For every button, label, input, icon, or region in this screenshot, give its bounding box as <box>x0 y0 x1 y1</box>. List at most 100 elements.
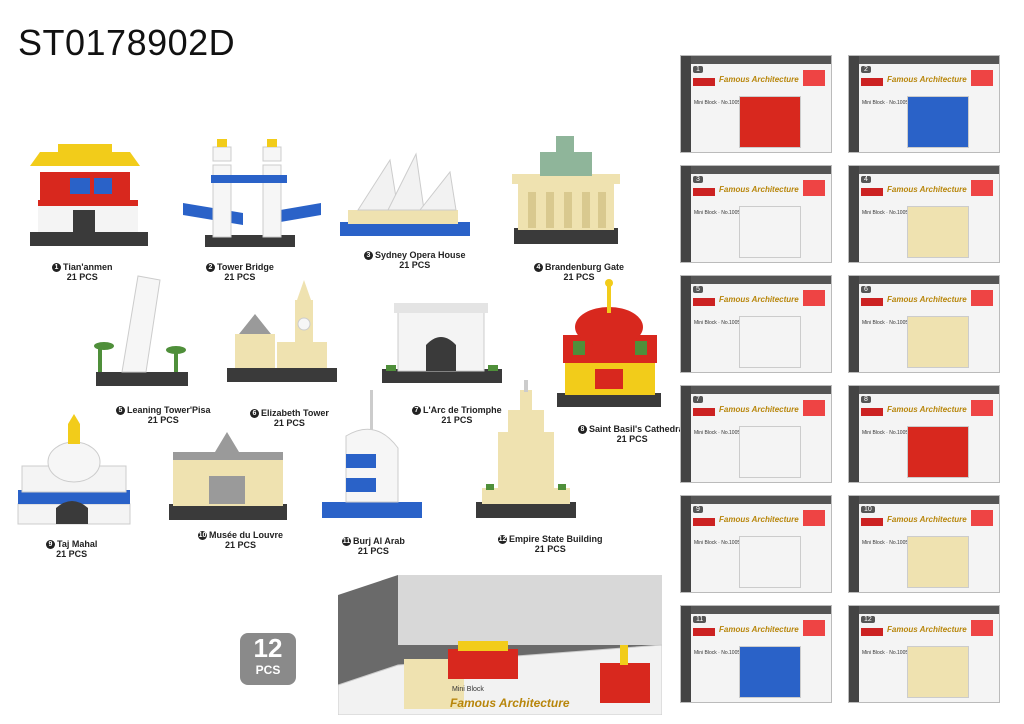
brand-logo-icon <box>861 408 883 416</box>
landmark-photo-icon <box>971 510 993 526</box>
brand-logo-icon <box>693 188 715 196</box>
box-top <box>681 56 831 64</box>
box-number: 11 <box>693 616 707 623</box>
box-side <box>681 606 691 702</box>
pcs-badge-number: 12 <box>253 633 283 663</box>
landmark-photo-icon <box>971 70 993 86</box>
brand-logo-icon <box>693 518 715 526</box>
model-brandenburg-gate <box>512 136 620 244</box>
model-leaning-tower-pisa <box>94 275 188 386</box>
box-number: 6 <box>861 286 871 293</box>
landmark-photo-icon <box>803 70 825 86</box>
box-number: 4 <box>861 176 871 183</box>
brand-logo-icon <box>693 298 715 306</box>
brand-logo-icon <box>861 78 883 86</box>
box-side <box>681 166 691 262</box>
model-saint-basils-cathedral <box>557 279 661 407</box>
box-series: Famous Architecture <box>719 75 799 84</box>
box-top <box>849 56 999 64</box>
box-info: Mini Block · No.1005 A <box>694 540 745 546</box>
box-number: 8 <box>861 396 871 403</box>
box-top <box>849 496 999 504</box>
box-model-icon <box>739 536 801 588</box>
box-side <box>849 386 859 482</box>
landmark-photo-icon <box>971 180 993 196</box>
landmark-photo-icon <box>971 290 993 306</box>
box-series: Famous Architecture <box>887 625 967 634</box>
box-model-icon <box>739 316 801 368</box>
box-number: 12 <box>861 616 875 623</box>
brand-logo-icon <box>693 78 715 86</box>
brand-logo-icon <box>693 628 715 636</box>
box-top <box>849 276 999 284</box>
box-top <box>681 496 831 504</box>
model-empire-state-building <box>476 380 576 518</box>
box-top <box>681 276 831 284</box>
box-info: Mini Block · No.1005 A <box>694 100 745 106</box>
landmark-photo-icon <box>803 290 825 306</box>
box-info: Mini Block · No.1005 A <box>862 210 913 216</box>
box-series: Famous Architecture <box>719 185 799 194</box>
model-tower-bridge <box>183 139 321 247</box>
box-series: Famous Architecture <box>887 185 967 194</box>
landmark-photo-icon <box>971 400 993 416</box>
brand-logo-icon <box>861 298 883 306</box>
box-info: Mini Block · No.1005 A <box>694 430 745 436</box>
box-side <box>849 606 859 702</box>
box-info: Mini Block · No.1005 A <box>694 320 745 326</box>
box-series: Famous Architecture <box>719 405 799 414</box>
box-info: Mini Block · No.1005 A <box>862 100 913 106</box>
display-box-line: Mini Block <box>452 686 484 693</box>
box-model-icon <box>907 536 969 588</box>
landmark-photo-icon <box>803 620 825 636</box>
box-number: 7 <box>693 396 703 403</box>
box-info: Mini Block · No.1005 A <box>694 210 745 216</box>
box-info: Mini Block · No.1005 A <box>862 650 913 656</box>
box-series: Famous Architecture <box>887 515 967 524</box>
box-top <box>849 166 999 174</box>
box-side <box>681 496 691 592</box>
display-box <box>338 575 662 715</box>
box-top <box>849 606 999 614</box>
box-info: Mini Block · No.1005 A <box>862 540 913 546</box>
model-elizabeth-tower <box>227 280 337 382</box>
box-side <box>681 56 691 152</box>
box-number: 1 <box>693 66 703 73</box>
box-top <box>681 606 831 614</box>
box-side <box>681 386 691 482</box>
landmark-photo-icon <box>803 510 825 526</box>
brand-logo-icon <box>693 408 715 416</box>
product-code: ST0178902D <box>18 22 236 63</box>
box-info: Mini Block · No.1005 A <box>694 650 745 656</box>
model-arc-de-triomphe <box>382 303 502 383</box>
box-series: Famous Architecture <box>887 405 967 414</box>
model-taj-mahal <box>17 414 131 525</box>
box-side <box>849 56 859 152</box>
brand-logo-icon <box>861 518 883 526</box>
landmark-photo-icon <box>803 180 825 196</box>
box-top <box>681 166 831 174</box>
box-side <box>681 276 691 372</box>
landmark-photo-icon <box>971 620 993 636</box>
box-side <box>849 496 859 592</box>
box-model-icon <box>907 316 969 368</box>
box-side <box>849 166 859 262</box>
box-model-icon <box>739 96 801 148</box>
box-info: Mini Block · No.1005 A <box>862 320 913 326</box>
box-series: Famous Architecture <box>887 75 967 84</box>
